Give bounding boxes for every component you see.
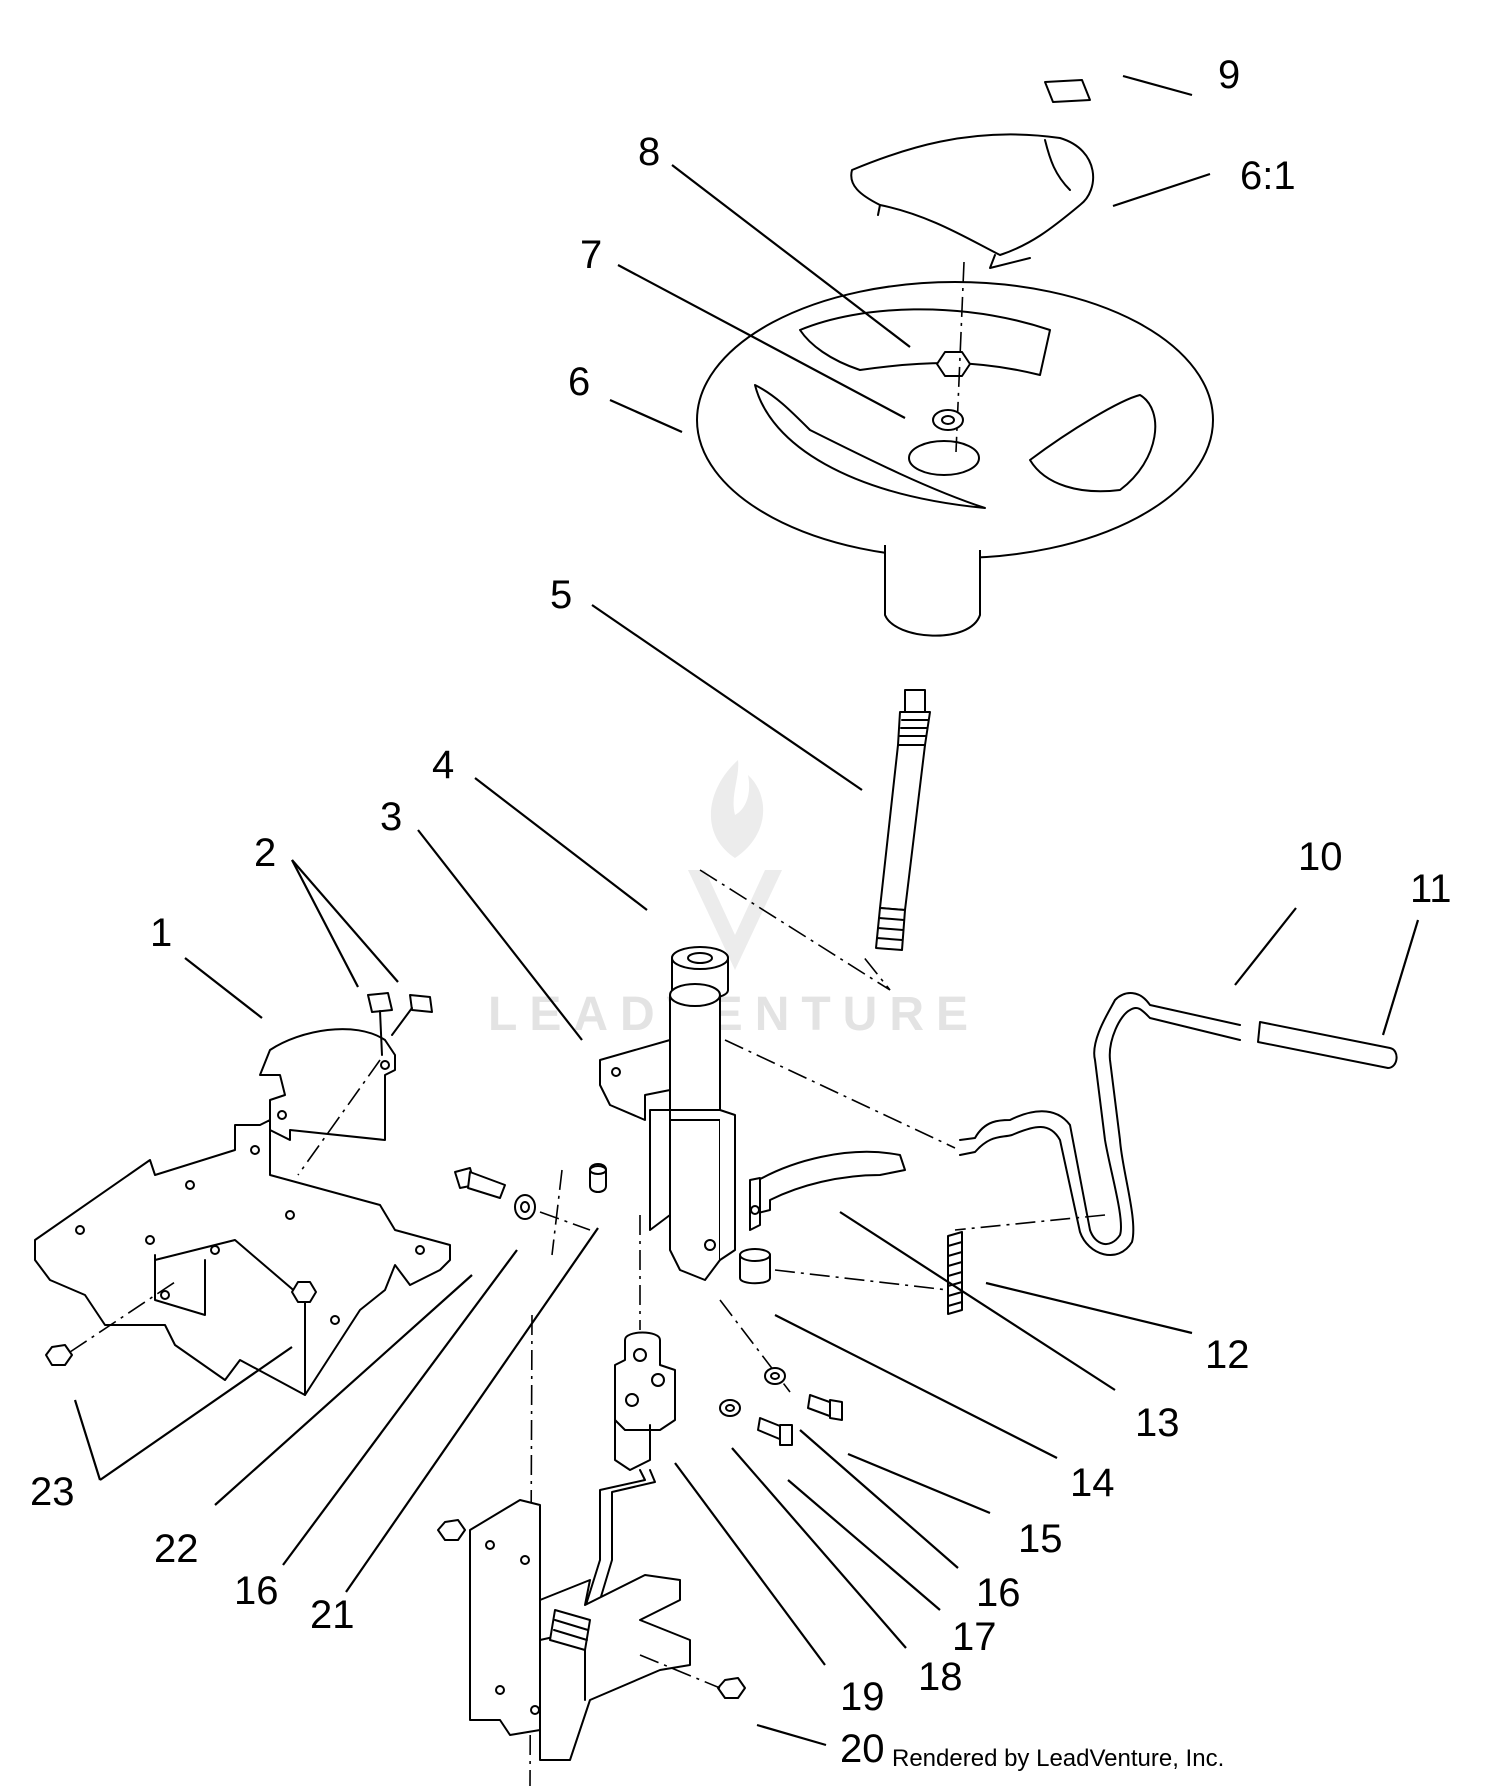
leader-23b [73, 1399, 102, 1481]
callout-16-left: 16 [234, 1569, 279, 1613]
callout-12: 12 [1205, 1333, 1250, 1377]
part-18-washer [719, 1399, 741, 1417]
leader-4 [474, 777, 648, 911]
callout-3: 3 [380, 795, 402, 839]
part-9-decal [1044, 79, 1091, 103]
callout-11: 11 [1410, 867, 1452, 911]
callout-13: 13 [1135, 1401, 1180, 1445]
part-6-1-wheel-cap [850, 133, 1094, 269]
part-22-washer [514, 1194, 591, 1231]
callout-20: 20 [840, 1727, 885, 1771]
leader-17 [787, 1479, 941, 1611]
watermark-flame-icon [710, 760, 764, 858]
leader-16-right [799, 1429, 959, 1569]
part-11-grip [1257, 1021, 1398, 1069]
callout-22: 22 [154, 1527, 199, 1571]
callout-6-1: 6:1 [1240, 154, 1296, 198]
part-12-spring [774, 1231, 963, 1315]
callout-14: 14 [1070, 1461, 1115, 1505]
callout-16-right: 16 [976, 1571, 1021, 1615]
leader-15 [847, 1452, 991, 1515]
part-10-steering-lever [954, 992, 1241, 1257]
leader-2b [291, 859, 399, 983]
leader-10 [1234, 907, 1297, 986]
part-2-bolts [297, 992, 433, 1176]
callouts: 9 6:1 8 7 6 5 4 3 2 1 10 11 12 13 14 15 … [30, 53, 1452, 1771]
leader-21 [345, 1227, 599, 1593]
leader-lines [73, 74, 1420, 1747]
part-21-spacer [551, 1163, 607, 1256]
callout-9: 9 [1218, 53, 1240, 97]
part-15-washer [764, 1367, 786, 1385]
leader-19 [674, 1462, 826, 1666]
leader-7 [617, 264, 906, 419]
part-13-sector-plate [749, 1150, 906, 1231]
callout-19: 19 [840, 1675, 885, 1719]
part-17-bolt [757, 1417, 793, 1446]
leader-6 [609, 398, 683, 434]
part-16-bolt-right [807, 1394, 843, 1421]
callout-5: 5 [550, 573, 572, 617]
leader-2a [291, 859, 359, 988]
part-14-spacer [739, 1248, 771, 1285]
render-credit: Rendered by LeadVenture, Inc. [892, 1745, 1224, 1772]
leader-13 [839, 1211, 1116, 1391]
leader-23a [99, 1346, 293, 1481]
leader-3 [417, 829, 583, 1041]
part-16-bolt-left [454, 1167, 506, 1199]
part-6-steering-wheel [696, 281, 1214, 637]
callout-1: 1 [150, 911, 172, 955]
callout-21: 21 [310, 1593, 355, 1637]
watermark-v-icon [688, 870, 782, 970]
callout-7: 7 [580, 233, 602, 277]
leader-9 [1122, 74, 1193, 97]
leader-12 [985, 1281, 1193, 1335]
callout-23: 23 [30, 1470, 75, 1514]
part-5-steering-shaft [875, 689, 931, 951]
watermark: LEADVENTURE [488, 760, 980, 1041]
callout-6: 6 [568, 360, 590, 404]
part-3-steering-column [599, 983, 956, 1281]
part-20-steering-bracket [437, 1499, 746, 1761]
part-7-washer [932, 409, 964, 431]
callout-2: 2 [254, 831, 276, 875]
leader-11 [1381, 919, 1420, 1036]
part-23-mounting-plate [34, 1119, 451, 1396]
callout-10: 10 [1298, 835, 1343, 879]
callout-15: 15 [1018, 1517, 1063, 1561]
leader-14 [774, 1314, 1058, 1459]
leader-8 [671, 164, 911, 348]
part-1-cover-bracket [259, 1028, 396, 1141]
leader-6-1 [1112, 172, 1211, 208]
callout-8: 8 [638, 130, 660, 174]
leader-22 [214, 1274, 473, 1506]
leader-20 [756, 1723, 827, 1747]
leader-16-left [282, 1249, 518, 1566]
callout-17: 17 [952, 1615, 997, 1659]
callout-18: 18 [918, 1655, 963, 1699]
watermark-text: LEADVENTURE [488, 988, 980, 1041]
leader-1 [184, 957, 263, 1019]
callout-4: 4 [432, 743, 454, 787]
leader-18 [731, 1447, 907, 1649]
leader-5 [591, 604, 863, 791]
